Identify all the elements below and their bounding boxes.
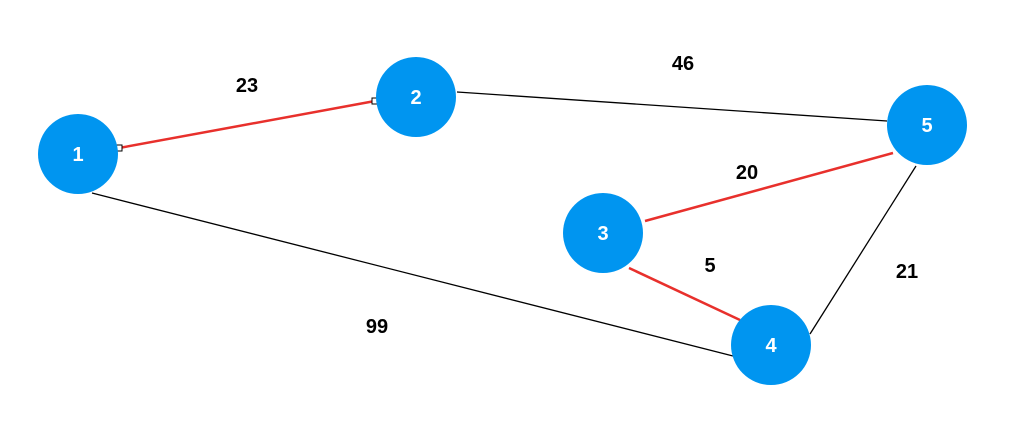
edge-weight-3-5: 20 bbox=[736, 162, 758, 184]
node-1-label: 1 bbox=[72, 144, 83, 166]
edge-1-4 bbox=[91, 192, 734, 357]
node-1-circle[interactable] bbox=[38, 114, 118, 194]
node-2-circle[interactable] bbox=[376, 57, 456, 137]
edge-weight-2-5: 46 bbox=[672, 53, 694, 75]
node-2[interactable]: 2 bbox=[376, 57, 456, 137]
node-5-circle[interactable] bbox=[887, 85, 967, 165]
edge-weight-3-4: 5 bbox=[704, 255, 715, 277]
edge-3-4 bbox=[628, 266, 741, 322]
edge-4-5 bbox=[809, 165, 917, 335]
edge-1-2 bbox=[118, 99, 376, 150]
node-3-label: 3 bbox=[597, 223, 608, 245]
edge-2-5 bbox=[456, 91, 888, 122]
node-5[interactable]: 5 bbox=[887, 85, 967, 165]
node-4[interactable]: 4 bbox=[731, 305, 811, 385]
node-4-label: 4 bbox=[765, 335, 777, 357]
node-3-circle[interactable] bbox=[563, 193, 643, 273]
edge-weight-1-2: 23 bbox=[236, 75, 258, 97]
node-2-label: 2 bbox=[410, 87, 421, 109]
edge-weight-4-5: 21 bbox=[896, 261, 918, 283]
node-5-label: 5 bbox=[921, 115, 932, 137]
node-3[interactable]: 3 bbox=[563, 193, 643, 273]
node-1[interactable]: 1 bbox=[38, 114, 118, 194]
edge-weight-1-4: 99 bbox=[366, 316, 388, 338]
node-4-circle[interactable] bbox=[731, 305, 811, 385]
edge-3-5 bbox=[644, 151, 894, 223]
